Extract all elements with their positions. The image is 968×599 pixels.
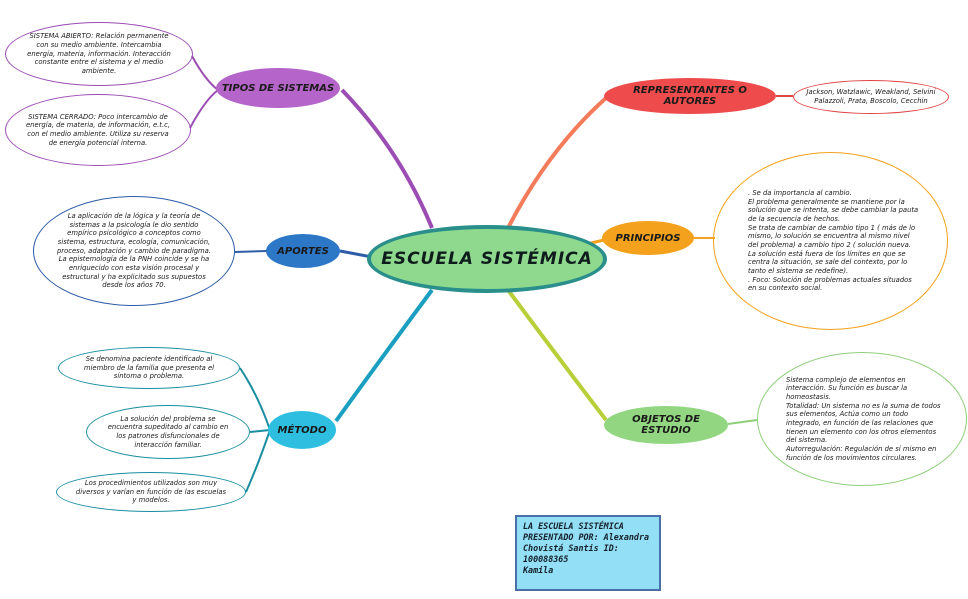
credits-line: 100088365 — [523, 554, 569, 565]
principio-item: . Se da importancia al cambio. — [748, 188, 852, 197]
link-proc — [245, 429, 271, 493]
link-aportes — [339, 249, 373, 259]
branch-representantes[interactable]: REPRESENTANTES O AUTORES — [604, 78, 776, 114]
branch-objetos-de-estudio[interactable]: OBJETOS DE ESTUDIO — [604, 406, 728, 444]
credits-line: LA ESCUELA SISTÉMICA — [523, 521, 624, 531]
branch-metodo[interactable]: MÉTODO — [268, 411, 336, 449]
credits-line: Kamila — [523, 565, 554, 576]
leaf-paciente-identificado[interactable]: Se denomina paciente identificado al mie… — [58, 347, 240, 389]
link-pac — [239, 367, 271, 431]
leaf-principios[interactable]: . Se da importancia al cambio. El proble… — [713, 152, 948, 330]
objeto-item: Totalidad: Un sistema no es la suma de t… — [786, 401, 941, 445]
credits-line: PRESENTADO POR: Alexandra — [523, 532, 650, 543]
principio-item: El problema generalmente se mantiene por… — [748, 197, 919, 223]
branch-principios[interactable]: PRINCIPIOS — [602, 221, 694, 255]
link-representantes — [506, 96, 608, 229]
leaf-objetos-de-estudio[interactable]: Sistema complejo de elementos en interac… — [757, 352, 967, 486]
objeto-item: Autorregulación: Regulación de sí mismo … — [786, 445, 937, 462]
link-sol — [249, 429, 271, 433]
objeto-item: Sistema complejo de elementos en interac… — [786, 375, 908, 401]
branch-aportes[interactable]: APORTES — [266, 234, 340, 268]
leaf-autores[interactable]: Jackson, Watzlawic, Weakland, Selvini Pa… — [793, 80, 949, 114]
link-aplic — [234, 250, 268, 253]
leaf-sistema-abierto[interactable]: SISTEMA ABIERTO: Relación permanente con… — [5, 22, 193, 86]
leaf-solucion-problema[interactable]: La solución del problema se encuentra su… — [86, 405, 250, 459]
central-topic[interactable]: ESCUELA SISTÉMICA — [367, 225, 607, 293]
principio-item: . Foco: Solución de problemas actuales s… — [748, 275, 912, 293]
credits-line: Chovistá Santis ID: — [523, 543, 619, 554]
link-abierto — [191, 55, 219, 91]
branch-tipos-de-sistemas[interactable]: TIPOS DE SISTEMAS — [216, 68, 340, 108]
leaf-aportes[interactable]: La aplicación de la lógica y la teoría d… — [33, 196, 235, 306]
credits-box[interactable]: LA ESCUELA SISTÉMICA PRESENTADO POR: Ale… — [515, 515, 661, 591]
link-cerrado — [189, 89, 219, 129]
leaf-procedimientos[interactable]: Los procedimientos utilizados son muy di… — [56, 472, 246, 512]
link-objetos — [506, 288, 608, 422]
principio-item: Se trata de cambiar de cambio tipo 1 ( m… — [748, 223, 916, 276]
link-objtext — [727, 419, 758, 425]
link-tipos — [340, 88, 434, 229]
leaf-sistema-cerrado[interactable]: SISTEMA CERRADO: Poco intercambio de ene… — [5, 94, 191, 166]
link-metodo — [334, 288, 434, 423]
